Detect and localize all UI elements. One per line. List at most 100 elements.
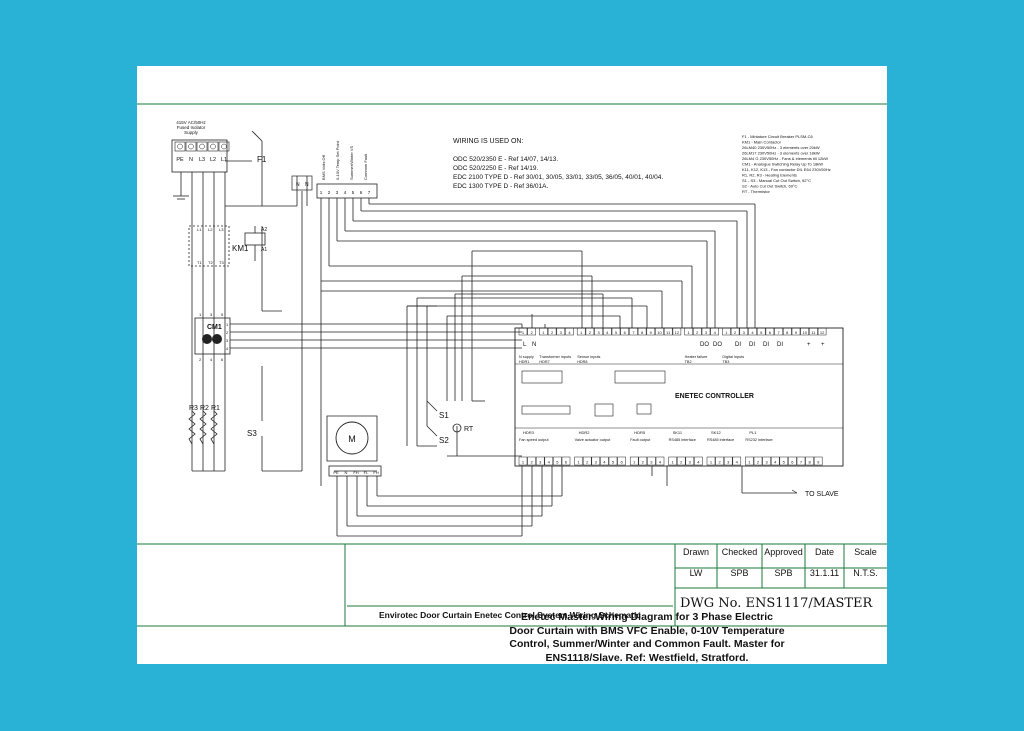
wiring-line: ODC 520/2350 E - Ref 14/07, 14/13. (453, 156, 558, 163)
controller-terminal-number: 2 (680, 460, 683, 465)
controller-group-code: HDR8 (577, 360, 587, 364)
resistor-icon (199, 410, 207, 445)
controller-terminal (663, 327, 673, 336)
title-line-2: Door Curtain with BMS VFC Enable, 0-10V … (509, 624, 785, 637)
controller-group-code: HDR3 (523, 430, 535, 435)
cm1-terminal-right: 3 (226, 338, 229, 343)
controller-terminal (722, 327, 731, 336)
bms-terminal-number: 6 (360, 190, 363, 195)
motor-terminal-label: FH (353, 470, 358, 475)
controller-terminal (756, 327, 766, 336)
controller-terminal-number: 7 (632, 330, 635, 335)
controller-group-code: TB3 (722, 360, 729, 364)
terminal-screw-icon (221, 143, 227, 150)
controller-terminal-number: 6 (769, 330, 772, 335)
controller-terminal-number: 3 (560, 330, 563, 335)
component-legend: F1 - Miniature Circuit Breaker PLSM-C6KM… (742, 134, 831, 194)
value-date: 31.1.11 (809, 568, 840, 578)
controller-terminal (629, 327, 638, 336)
controller-terminal-number: 3 (727, 460, 730, 465)
km-contact-bottom: T2 (208, 260, 213, 265)
legend-line: R1, R2, R3 - Heating Elements (742, 173, 797, 178)
controller-terminal (539, 327, 548, 336)
km-contact-top: L3 (219, 227, 224, 232)
controller-terminal (527, 327, 536, 336)
controller-group-label: Heater failure (685, 355, 708, 359)
wiring-line: EDC 2100 TYPE D - Ref 30/01, 30/05, 33/0… (453, 174, 663, 181)
sheet-border (137, 103, 887, 627)
supply-terminal-label: L2 (210, 157, 216, 163)
cm1-terminal-top: 3 (210, 312, 213, 317)
controller-terminal-number: 2 (718, 460, 721, 465)
controller-group-label: Digital inputs (722, 355, 744, 359)
controller-terminal (800, 327, 809, 336)
controller-terminal (693, 327, 702, 336)
legend-line: 26LM40 230V50Hz - 3 elements over 20kW (742, 145, 820, 150)
controller-terminal (576, 327, 586, 336)
controller-terminal-number: 5 (760, 330, 763, 335)
controller-terminal-number: 7 (800, 460, 803, 465)
controller-terminal (655, 456, 665, 466)
controller-terminal-number: 4 (697, 460, 700, 465)
drawing-title: Enetec Master Wiring Diagram for 3 Phase… (484, 611, 810, 669)
rt-label: RT (464, 426, 474, 433)
controller-terminal-number: 3 (743, 330, 746, 335)
controller-terminal-number: 4 (568, 330, 571, 335)
terminal-screw-icon (188, 143, 194, 150)
title-line-3: Control, Summer/Winter and Common Fault.… (509, 638, 785, 650)
controller-terminal (611, 327, 621, 336)
controller-terminal (684, 327, 693, 336)
controller-terminal-number: 6 (624, 330, 627, 335)
controller-group-label: Transformer inputs (539, 355, 571, 359)
controller-terminal-number: 1 (748, 460, 751, 465)
controller-terminal (646, 327, 656, 336)
controller-terminal-number: 12 (675, 330, 680, 335)
neutral-terminal-label: N (305, 182, 309, 188)
controller-io-symbol: DI (749, 342, 755, 348)
legend-line: S2 - Auto Cut Out Switch, 69°C (742, 184, 798, 189)
controller-terminal (739, 327, 749, 336)
controller-terminal (591, 456, 601, 466)
controller-terminal (676, 456, 686, 466)
controller-terminal-number: 10 (657, 330, 662, 335)
controller-terminal (715, 456, 724, 466)
controller-group-label: Valve actuator output (575, 438, 612, 442)
to-slave-label: TO SLAVE (805, 491, 839, 498)
controller-group-code: HDR2 (579, 430, 591, 435)
controller-terminal-number: 3 (539, 460, 542, 465)
drawing-subtitle: Envirotec Door Curtain Enetec Control Sy… (378, 610, 642, 620)
controller-terminal (647, 456, 656, 466)
supply-label-2: Fused Isolator (177, 125, 206, 130)
controller-terminal (561, 456, 571, 466)
legend-line: 26LM17 230V50Hz - 3 elements over 18kW (742, 151, 820, 156)
value-drawn: LW (689, 568, 703, 578)
controller-terminal (745, 456, 754, 466)
controller-terminal (685, 456, 695, 466)
legend-line: S1 - S3 - Manual Cut Out Switch, 92°C (742, 178, 811, 183)
s3-label: S3 (247, 429, 257, 438)
controller-group-code: SK11 (673, 430, 683, 435)
controller-terminal (706, 456, 716, 466)
supply-terminal-box (185, 141, 197, 152)
supply-terminal-box (218, 141, 230, 152)
controller-terminal (783, 327, 792, 336)
controller-terminal (765, 327, 775, 336)
controller-io-symbol: DO (700, 342, 709, 348)
header-drawn: Drawn (682, 547, 709, 557)
controller-io-symbol: DI (735, 342, 741, 348)
controller-terminal (608, 456, 618, 466)
controller-terminal (672, 327, 682, 336)
controller-terminal-number: 1 (725, 330, 728, 335)
header-checked: Checked (721, 547, 758, 557)
controller-terminal (556, 327, 566, 336)
controller-terminal-number: 4 (736, 460, 739, 465)
controller-terminal-number: 3 (595, 460, 598, 465)
motor-terminal-label: N (345, 470, 348, 475)
bms-terminal-label: 0-10V Temp Set Point (335, 140, 340, 180)
controller-terminal-number: 1 (522, 460, 525, 465)
controller-terminal (762, 456, 771, 466)
controller-io-symbol: + (821, 342, 825, 348)
controller-terminal-number: 3 (597, 330, 600, 335)
